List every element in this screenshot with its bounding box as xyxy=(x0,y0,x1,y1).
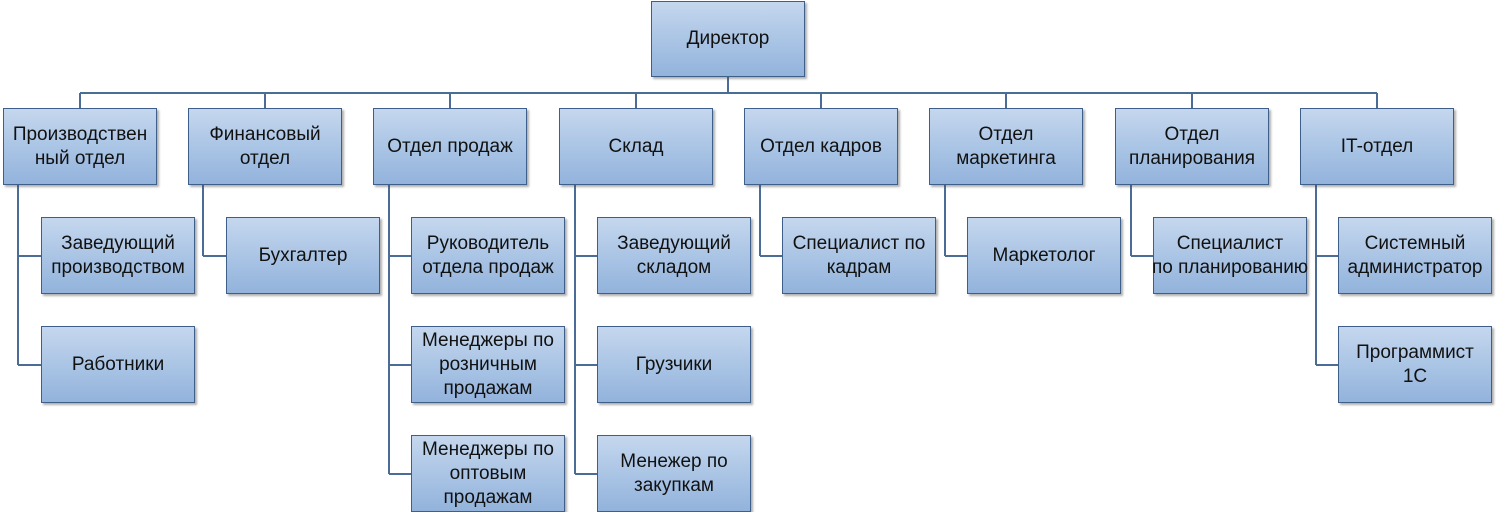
dept-hr: Отдел кадров xyxy=(744,108,898,185)
role-purchasing-manager: Менежер по закупкам xyxy=(597,435,751,512)
role-1c-programmer: Программист 1С xyxy=(1338,326,1492,403)
dept-planning: Отдел планирования xyxy=(1115,108,1269,185)
role-warehouse-head: Заведующий складом xyxy=(597,217,751,294)
role-planning-specialist: Специалист по планированию xyxy=(1152,217,1308,294)
dept-warehouse: Склад xyxy=(559,108,713,185)
role-sales-head: Руководитель отдела продаж xyxy=(411,217,565,294)
dept-it: IT-отдел xyxy=(1300,108,1454,185)
role-retail-managers: Менеджеры по розничным продажам xyxy=(411,326,565,403)
dept-sales: Отдел продаж xyxy=(373,108,527,185)
director-box: Директор xyxy=(651,1,805,77)
role-wholesale-managers: Менеджеры по оптовым продажам xyxy=(411,435,565,512)
role-workers: Работники xyxy=(41,326,195,403)
role-accountant: Бухгалтер xyxy=(226,217,380,294)
role-marketer: Маркетолог xyxy=(967,217,1121,294)
dept-finance: Финансовый отдел xyxy=(188,108,342,185)
role-loaders: Грузчики xyxy=(597,326,751,403)
dept-marketing: Отдел маркетинга xyxy=(929,108,1083,185)
role-hr-specialist: Специалист по кадрам xyxy=(782,217,936,294)
role-sysadmin: Системный администратор xyxy=(1338,217,1492,294)
role-production-head: Заведующий производством xyxy=(41,217,195,294)
dept-production: Производствен ный отдел xyxy=(3,108,157,185)
